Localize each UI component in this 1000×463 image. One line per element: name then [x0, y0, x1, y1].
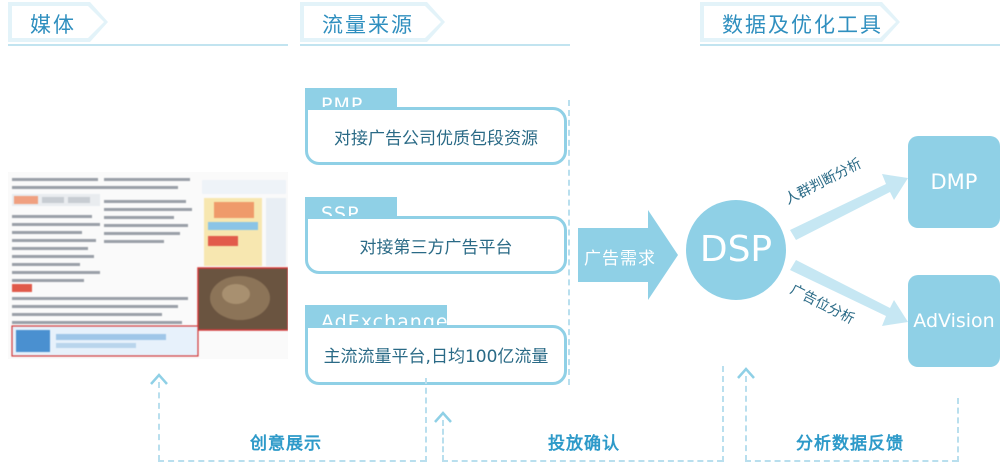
dmp-label: DMP — [930, 170, 978, 194]
header-tab-shape — [300, 2, 445, 42]
loop-creative-left — [158, 382, 160, 461]
tool-arrows — [790, 174, 908, 326]
arrow-to-advision-icon — [790, 260, 908, 326]
loop-delivery-bottom — [442, 460, 723, 462]
loop-analysis-left — [745, 376, 747, 461]
source-desc: 主流流量平台,日均100亿流量 — [323, 347, 549, 367]
header-tab-shape — [700, 2, 900, 42]
loop-analysis-bottom — [745, 460, 958, 462]
loop-analysis-right — [957, 398, 959, 462]
header-underline — [300, 44, 570, 46]
loop-delivery-left — [442, 420, 444, 461]
header-traffic-title: 流量来源 — [322, 13, 414, 37]
header-traffic: 流量来源 — [300, 0, 570, 46]
source-box-pmp: 对接广告公司优质包段资源 — [305, 107, 567, 165]
source-box-ssp: 对接第三方广告平台 — [305, 216, 567, 274]
advision-node: AdVision — [908, 275, 1000, 367]
arrow-to-dmp-icon — [790, 174, 908, 240]
header-media-title: 媒体 — [30, 13, 76, 37]
header-tab-shape — [8, 2, 108, 42]
demand-arrow-icon — [578, 210, 678, 300]
header-underline — [700, 44, 1000, 46]
header-media: 媒体 — [8, 0, 288, 46]
source-desc: 对接第三方广告平台 — [359, 238, 513, 258]
header-tools: 数据及优化工具 — [700, 0, 1000, 46]
arrow-up-icon — [737, 367, 755, 379]
arrow-up-icon — [434, 411, 452, 423]
header-underline — [8, 44, 288, 46]
source-adexchange: AdExchange 主流流量平台,日均100亿流量 — [305, 305, 567, 385]
website-thumbnail — [8, 172, 288, 359]
source-desc: 对接广告公司优质包段资源 — [334, 129, 538, 149]
media-website-screenshot — [8, 172, 288, 359]
advision-label: AdVision — [913, 310, 995, 332]
loop-delivery-right — [722, 366, 724, 462]
feedback-creative-label: 创意展示 — [242, 429, 330, 454]
dmp-node: DMP — [908, 136, 1000, 228]
arrow-up-icon — [150, 373, 168, 385]
dsp-node: DSP — [686, 200, 786, 300]
loop-creative-right — [425, 378, 427, 462]
header-tools-title: 数据及优化工具 — [722, 13, 883, 37]
dsp-label: DSP — [699, 229, 773, 270]
source-pmp: PMP 对接广告公司优质包段资源 — [305, 88, 567, 168]
source-box-adexchange: 主流流量平台,日均100亿流量 — [305, 325, 567, 385]
divider-dashed — [568, 100, 570, 385]
loop-creative-bottom — [158, 460, 426, 462]
source-ssp: SSP 对接第三方广告平台 — [305, 197, 567, 277]
demand-label: 广告需求 — [584, 249, 656, 269]
feedback-analysis-label: 分析数据反馈 — [788, 429, 912, 454]
feedback-delivery-label: 投放确认 — [540, 429, 628, 454]
